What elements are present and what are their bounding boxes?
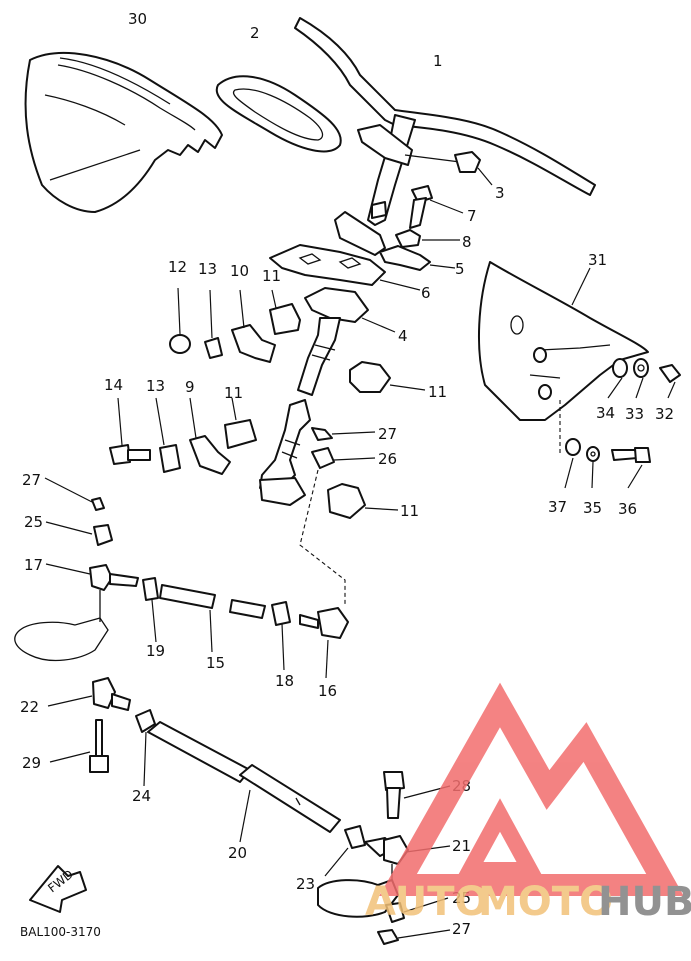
- clamp-part-5: [379, 245, 456, 271]
- label-21: 21: [452, 837, 471, 855]
- label-31: 31: [588, 251, 607, 269]
- label-5: 5: [455, 260, 465, 278]
- watermark-text-auto: AUTO: [365, 879, 489, 925]
- label-9: 9: [185, 378, 195, 396]
- label-12: 12: [168, 258, 187, 276]
- label-34: 34: [596, 404, 615, 422]
- label-19: 19: [146, 642, 165, 660]
- label-2: 2: [250, 24, 260, 42]
- label-29: 29: [22, 754, 41, 772]
- label-14: 14: [104, 376, 123, 394]
- bushing-part-11-a: [349, 361, 426, 393]
- fwd-arrow: FWD: [29, 865, 87, 913]
- label-37: 37: [548, 498, 567, 516]
- watermark-text-moto: MOTO: [478, 879, 613, 925]
- bushings-12-13-10-11: [169, 287, 301, 363]
- label-27: 27: [378, 425, 397, 443]
- callout-numbers: 30 2 1 3 7 8 5 6 31 12 13 10 11 4 11 14 …: [20, 10, 674, 938]
- label-17: 17: [24, 556, 43, 574]
- steering-shaft-lower: [259, 399, 311, 506]
- label-13: 13: [198, 260, 217, 278]
- tie-rod-upper-parts: [142, 577, 349, 679]
- watermark-text-hub: HUB: [598, 879, 691, 925]
- handlebar-part-1: [294, 17, 596, 256]
- steering-column-part-4: [297, 287, 396, 396]
- bolt-part-7: [409, 185, 464, 229]
- watermark-logo-icon: [379, 682, 684, 896]
- label-24: 24: [132, 787, 151, 805]
- automotohub-watermark: AUTO MOTO HUB: [365, 682, 691, 925]
- label-16: 16: [318, 682, 337, 700]
- label-3: 3: [495, 184, 505, 202]
- label-11b: 11: [428, 383, 447, 401]
- label-32: 32: [655, 405, 674, 423]
- svg-text:AUTO MOTO HUB: AUTO MOTO HUB: [365, 879, 691, 925]
- tie-rod-lower-parts: [47, 677, 341, 843]
- label-10: 10: [230, 262, 249, 280]
- bolt-part-3: [404, 151, 493, 186]
- label-13b: 13: [146, 377, 165, 395]
- label-27c: 27: [452, 920, 471, 938]
- label-23: 23: [296, 875, 315, 893]
- label-22: 22: [20, 698, 39, 716]
- label-6: 6: [421, 284, 431, 302]
- label-25: 25: [24, 513, 43, 531]
- nut-part-8: [395, 229, 460, 248]
- label-11: 11: [262, 267, 281, 285]
- label-18: 18: [275, 672, 294, 690]
- label-33: 33: [625, 405, 644, 423]
- label-11d: 11: [400, 502, 419, 520]
- label-36: 36: [618, 500, 637, 518]
- label-35: 35: [583, 499, 602, 517]
- fasteners-34-33-32: [607, 358, 681, 399]
- handlebar-cover-part-30: [24, 51, 223, 213]
- label-26: 26: [378, 450, 397, 468]
- front-panel-part-31: [477, 261, 649, 421]
- handlebar-holder-part-2: [215, 75, 342, 153]
- label-7: 7: [467, 207, 477, 225]
- label-15: 15: [206, 654, 225, 672]
- tie-rod-lower-right: [317, 771, 451, 945]
- label-4: 4: [398, 327, 408, 345]
- label-20: 20: [228, 844, 247, 862]
- label-27b: 27: [22, 471, 41, 489]
- label-30: 30: [128, 10, 147, 28]
- bushings-14-13-9-11: [109, 397, 257, 475]
- label-8: 8: [462, 233, 472, 251]
- upper-bracket-part-6: [269, 244, 421, 291]
- fasteners-37-35-36: [559, 400, 651, 489]
- label-1: 1: [433, 52, 443, 70]
- diagram-code: BAL100-3170: [20, 925, 101, 939]
- tie-rod-upper-left: [14, 477, 139, 662]
- label-11c: 11: [224, 384, 243, 402]
- pin-27-nut-26-bushing-11: [299, 427, 399, 605]
